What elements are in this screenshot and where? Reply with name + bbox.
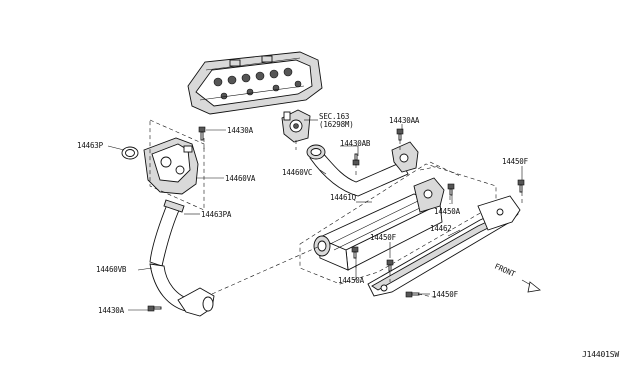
label-14430a-bottom: 14430A xyxy=(98,306,125,315)
label-14460va: 14460VA xyxy=(225,174,256,183)
label-sec-163: SEC.163 xyxy=(319,112,349,121)
label-14430ab: 14430AB xyxy=(340,139,371,148)
front-arrow-icon xyxy=(521,279,541,293)
hose-14463pa xyxy=(149,199,185,267)
diagram-code: J14401SW xyxy=(582,350,619,359)
label-14450f-bottom: 14450F xyxy=(432,290,459,299)
bracket-14462 xyxy=(367,195,521,297)
label-sec-163-code: (16298M) xyxy=(319,120,354,129)
bolt-14450a-mid xyxy=(447,183,455,196)
label-14463pa: 14463PA xyxy=(201,210,232,219)
bolt-14450a-low xyxy=(351,246,359,259)
label-14450f-mid: 14450F xyxy=(370,233,397,242)
pipe-14460vb xyxy=(149,263,215,317)
egr-cooler-14461q xyxy=(313,177,445,271)
leader-lines xyxy=(107,119,523,311)
tube-14460va xyxy=(143,137,199,195)
label-14463p: 14463P xyxy=(77,141,104,150)
egr-valve-part xyxy=(281,109,311,143)
bolt-14430a-top xyxy=(198,126,206,141)
bolt-14430a-bottom xyxy=(147,305,162,312)
label-14450a-low: 14450A xyxy=(338,276,365,285)
label-14450a-mid: 14450A xyxy=(434,207,461,216)
label-14461q: 14461Q xyxy=(330,193,357,202)
label-14430aa: 14430AA xyxy=(389,116,420,125)
bolt-14450f-mid xyxy=(386,259,394,272)
engine-head-assembly xyxy=(187,51,323,115)
front-label: FRONT xyxy=(493,262,517,279)
label-14430a-top: 14430A xyxy=(227,126,254,135)
tube-14460vc xyxy=(306,141,419,197)
front-indicator: FRONT xyxy=(493,262,541,293)
label-14450f-top: 14450F xyxy=(502,157,529,166)
hose-14463p xyxy=(121,146,139,160)
group-outline-14460va xyxy=(149,119,205,211)
bolt-14430aa xyxy=(396,128,404,141)
bolt-14450f-top xyxy=(517,179,525,193)
label-14460vc: 14460VC xyxy=(282,168,312,177)
group-outline-cooler xyxy=(299,163,497,285)
label-14460vb: 14460VB xyxy=(96,265,127,274)
label-14462: 14462 xyxy=(430,224,452,233)
bolt-14450f-bottom xyxy=(405,291,420,298)
